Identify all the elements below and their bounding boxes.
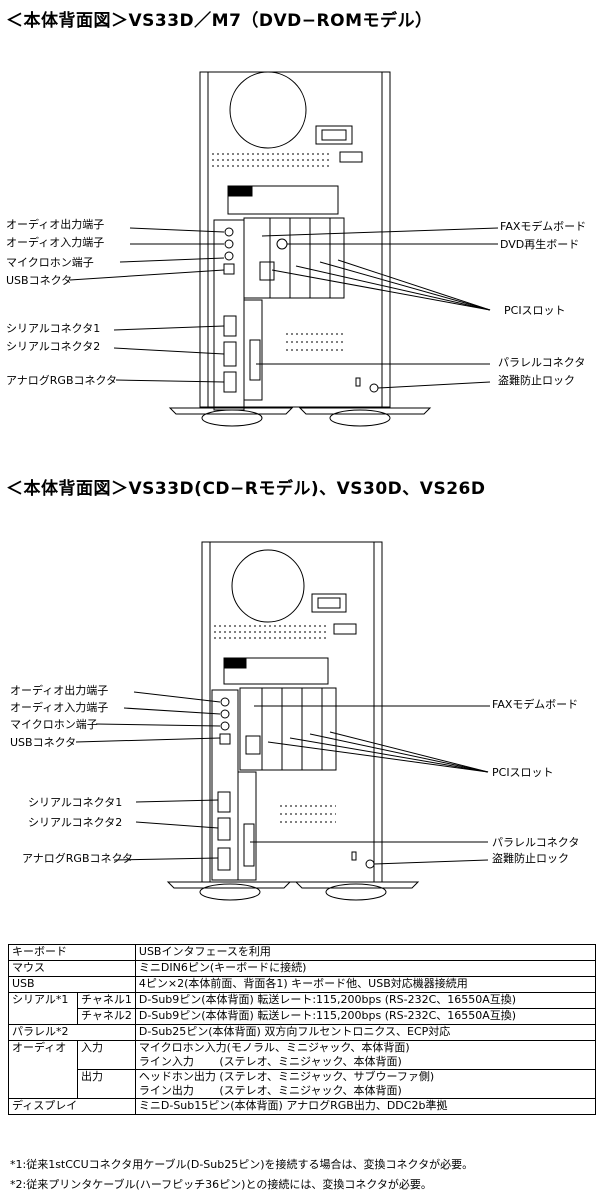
spec-audio-label: オーディオ — [8, 1040, 78, 1099]
spec-parallel-value: D-Sub25ピン(本体背面) 双方向フルセントロニクス、ECP対応 — [134, 1024, 597, 1041]
bottom-pci-area — [239, 687, 337, 771]
bottom-io-panel — [211, 689, 239, 881]
bottom-serial2-icon — [217, 817, 231, 841]
top-audio-out-icon — [224, 227, 234, 237]
spec-parallel-label: パラレル*2 — [8, 1024, 136, 1041]
bottom-label-audio-out: オーディオ出力端子 — [10, 684, 109, 697]
bottom-right-leaders — [250, 705, 490, 865]
top-label-serial1: シリアルコネクタ1 — [6, 322, 101, 335]
bottom-label-plate — [223, 657, 329, 685]
table-row: マウス ミニDIN6ピン(キーボードに接続) — [8, 960, 597, 977]
top-label-usb: USBコネクタ — [6, 274, 73, 287]
top-left-leaders — [69, 227, 225, 383]
bottom-label-fax: FAXモデムボード — [492, 698, 579, 711]
top-right-leaders — [256, 227, 499, 389]
spec-mouse-value: ミニDIN6ピン(キーボードに接続) — [134, 960, 597, 977]
spec-audio-output-value: ヘッドホン出力 (ステレオ、ミニジャック、サブウーファ側) ライン出力 (ステレ… — [134, 1069, 597, 1099]
top-pci-area — [243, 217, 345, 299]
spec-keyboard-value: USBインタフェースを利用 — [134, 944, 597, 961]
bottom-power-inlet-icon — [311, 593, 347, 613]
top-cabinet-outline — [199, 71, 391, 408]
spec-display-label: ディスプレイ — [8, 1098, 136, 1115]
bottom-cabinet-outline — [201, 541, 383, 883]
bottom-label-lock: 盗難防止ロック — [492, 852, 569, 865]
top-label-fax: FAXモデムボード — [500, 220, 587, 233]
bottom-label-mic: マイクロホン端子 — [10, 718, 98, 731]
spec-mouse-label: マウス — [8, 960, 136, 977]
top-power-inlet-icon — [315, 125, 353, 145]
bottom-back-panel-diagram — [75, 541, 490, 901]
spec-keyboard-label: キーボード — [8, 944, 136, 961]
bottom-mic-icon — [220, 721, 230, 731]
footnote-1: *1:従来1stCCUコネクタ用ケーブル(D-Sub25ピン)を接続する場合は、… — [10, 1158, 474, 1171]
top-mic-icon — [224, 251, 234, 261]
top-label-plate — [227, 185, 339, 215]
top-label-audio-in: オーディオ入力端子 — [6, 236, 105, 249]
top-vga-icon — [223, 371, 237, 393]
table-row: ディスプレイ ミニD-Sub15ピン(本体背面) アナログRGB出力、DDC2b… — [8, 1098, 597, 1115]
bottom-left-leaders — [75, 691, 221, 861]
top-parallel-icon — [249, 339, 261, 381]
table-row: キーボード USBインタフェースを利用 — [8, 944, 597, 961]
footnote-2: *2:従来プリンタケーブル(ハーフピッチ36ピン)との接続には、変換コネクタが必… — [10, 1178, 432, 1191]
table-row: USB 4ピン×2(本体前面、背面各1) キーボード他、USB対応機器接続用 — [8, 976, 597, 993]
spec-audio-input-label: 入力 — [77, 1040, 136, 1070]
bottom-vga-icon — [217, 847, 231, 871]
table-row: 出力 ヘッドホン出力 (ステレオ、ミニジャック、サブウーファ側) ライン出力 (… — [9, 1069, 597, 1099]
bottom-audio-out-icon — [220, 697, 230, 707]
top-serial1-icon — [223, 315, 237, 337]
bottom-audio-in-icon — [220, 709, 230, 719]
spec-audio-input-line2: ライン入力 (ステレオ、ミニジャック、本体背面) — [138, 1055, 402, 1068]
table-row: チャネル2 D-Sub9ピン(本体背面) 転送レート:115,200bps (R… — [9, 1008, 597, 1025]
table-row: シリアル*1 チャネル1 D-Sub9ピン(本体背面) 転送レート:115,20… — [8, 992, 597, 1025]
top-lock-icon — [369, 383, 379, 393]
top-serial2-icon — [223, 341, 237, 367]
spec-usb-label: USB — [8, 976, 136, 993]
top-back-panel-diagram — [69, 71, 499, 427]
bottom-label-usb: USBコネクタ — [10, 736, 77, 749]
table-row: パラレル*2 D-Sub25ピン(本体背面) 双方向フルセントロニクス、ECP対… — [8, 1024, 597, 1041]
spec-audio-output-line2: ライン出力 (ステレオ、ミニジャック、本体背面) — [138, 1084, 402, 1097]
bottom-usb-icon — [219, 733, 231, 745]
top-label-audio-out: オーディオ出力端子 — [6, 218, 105, 231]
table-row: オーディオ 入力 マイクロホン入力(モノラル、ミニジャック、本体背面) ライン入… — [8, 1040, 597, 1099]
top-label-lock: 盗難防止ロック — [498, 374, 575, 387]
bottom-serial1-icon — [217, 791, 231, 813]
top-dvd-board-jack-icon — [276, 238, 288, 250]
bottom-parallel-icon — [243, 823, 255, 867]
top-fan-icon — [229, 71, 307, 149]
spec-audio-output-label: 出力 — [77, 1069, 136, 1099]
top-label-dvd: DVD再生ボード — [500, 238, 580, 251]
top-label-pci: PCIスロット — [504, 304, 566, 317]
spec-audio-input-value: マイクロホン入力(モノラル、ミニジャック、本体背面) ライン入力 (ステレオ、ミ… — [134, 1040, 597, 1070]
spec-usb-value: 4ピン×2(本体前面、背面各1) キーボード他、USB対応機器接続用 — [134, 976, 597, 993]
top-title: ＜本体背面図＞VS33D／M7（DVD−ROMモデル） — [6, 11, 433, 31]
bottom-label-audio-in: オーディオ入力端子 — [10, 701, 109, 714]
top-label-mic: マイクロホン端子 — [6, 256, 94, 269]
spec-serial-ch2-label: チャネル2 — [77, 1008, 136, 1025]
bottom-fan-icon — [231, 549, 305, 623]
top-audio-in-icon — [224, 239, 234, 249]
bottom-label-parallel: パラレルコネクタ — [492, 836, 580, 849]
spec-serial-ch1-label: チャネル1 — [77, 992, 136, 1009]
top-usb-icon — [223, 263, 235, 275]
spec-audio-output-line1: ヘッドホン出力 (ステレオ、ミニジャック、サブウーファ側) — [138, 1070, 435, 1083]
spec-audio-input-line1: マイクロホン入力(モノラル、ミニジャック、本体背面) — [138, 1041, 410, 1054]
spec-serial-ch2-value: D-Sub9ピン(本体背面) 転送レート:115,200bps (RS-232C… — [134, 1008, 597, 1025]
bottom-label-serial1: シリアルコネクタ1 — [28, 796, 123, 809]
bottom-label-pci: PCIスロット — [492, 766, 554, 779]
top-label-parallel: パラレルコネクタ — [498, 356, 586, 369]
bottom-label-vga: アナログRGBコネクタ — [22, 852, 134, 865]
top-label-vga: アナログRGBコネクタ — [6, 374, 118, 387]
spec-serial-label: シリアル*1 — [8, 992, 78, 1025]
bottom-title: ＜本体背面図＞VS33D(CD−Rモデル)、VS30D、VS26D — [6, 479, 486, 499]
spec-display-value: ミニD-Sub15ピン(本体背面) アナログRGB出力、DDC2b準拠 — [134, 1098, 597, 1115]
spec-table: キーボード USBインタフェースを利用 マウス ミニDIN6ピン(キーボードに接… — [8, 944, 597, 1115]
spec-serial-ch1-value: D-Sub9ピン(本体背面) 転送レート:115,200bps (RS-232C… — [134, 992, 597, 1009]
bottom-lock-icon — [365, 859, 375, 869]
top-label-serial2: シリアルコネクタ2 — [6, 340, 101, 353]
bottom-label-serial2: シリアルコネクタ2 — [28, 816, 123, 829]
